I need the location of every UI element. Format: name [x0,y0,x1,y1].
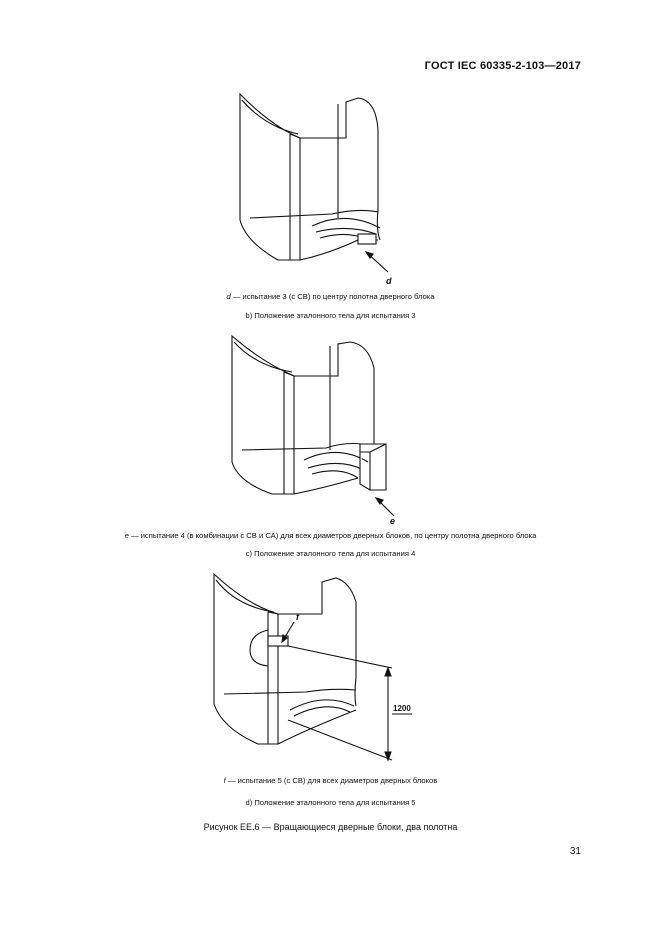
figure-c-drawing: e [228,332,408,527]
figure-b-drawing: d [228,90,408,290]
base-ellipse [289,699,355,717]
door-edge [283,371,295,494]
base-ellipse [303,451,369,479]
figure-title: Рисунок ЕЕ.6 — Вращающиеся дверные блоки… [203,822,458,832]
figure-c-caption: c) Положение эталонного тела для испытан… [245,549,416,558]
legend-text: — испытание 3 (с СВ) по центру полотна д… [230,292,435,301]
base [293,477,359,495]
figure-b-legend: d — испытание 3 (с СВ) по центру полотна… [0,292,661,301]
floor-line [249,209,379,219]
figure-c-legend: e — испытание 4 (в комбинации с СВ и СА)… [0,531,661,540]
door-edge [289,133,301,260]
legend-text: — испытание 4 (в комбинации с СВ и СА) д… [128,531,537,540]
door-curve [233,341,293,373]
door-curve [241,99,299,135]
label-d: d [386,276,392,286]
back-panel [300,97,381,241]
dim-line-top [287,645,393,669]
back-panel [278,577,357,707]
door-outline [231,334,295,495]
label-f: f [296,612,300,622]
document-header: ГОСТ IEC 60335-2-103—2017 [424,60,581,72]
door-curve [215,579,275,613]
legend-letter: e [124,531,129,540]
page-number: 31 [569,846,581,857]
floor-line [223,688,357,695]
dimension-1200: 1200 [393,704,411,713]
cutout [249,629,269,667]
door-outline [239,92,301,261]
base [277,709,357,745]
dim-line-bottom [287,719,393,761]
test-body [267,635,289,647]
figure-d-drawing: 1200 f [210,570,420,770]
test-body [357,233,377,245]
floor-line [241,442,363,451]
legend-text: — испытание 5 (с СВ) для всех диаметров … [225,776,438,785]
label-e: e [390,516,395,526]
legend-letter: d [226,292,231,301]
legend-letter: f [223,776,226,785]
figure-d-caption: d) Положение эталонного тела для испытан… [245,798,416,807]
figure-d-legend: f — испытание 5 (с СВ) для всех диаметро… [0,776,661,785]
test-body [359,443,387,491]
door-edge [267,611,279,744]
figure-b-caption: b) Положение эталонного тела для испытан… [245,311,416,320]
